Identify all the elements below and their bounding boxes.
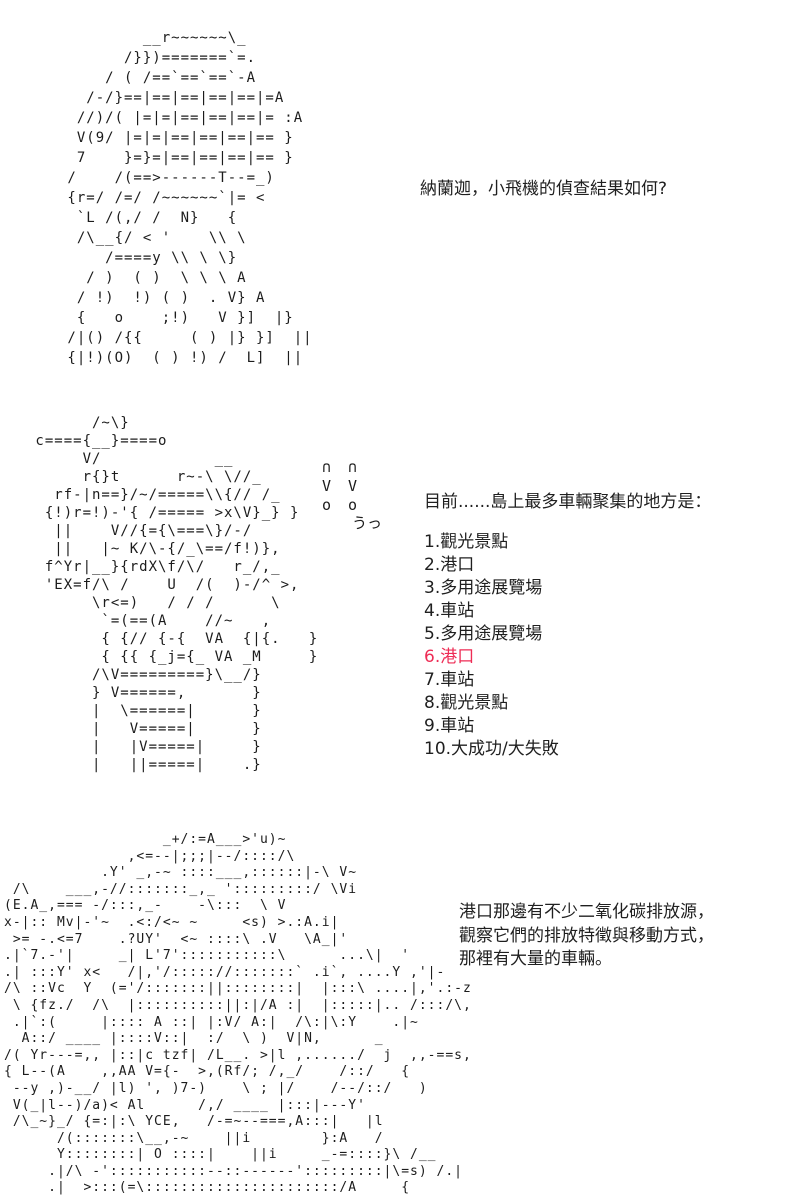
creature-caption: うっ [352, 514, 383, 532]
list-item-2: 2.港口 [424, 555, 475, 575]
list-item-6-highlighted: 6.港口 [424, 647, 475, 667]
dialogue-text-1: 納蘭迦，小飛機的偵查結果如何? [420, 179, 668, 199]
ascii-art-character-3: _+/:=A___>'u)~ ,<=--|;;;|--/::::/\ .Y' _… [4, 832, 472, 1196]
ascii-art-character-1: __r~~~~~~\_ /}})=======`=. / ( /==`==`==… [67, 30, 313, 366]
dialogue-text-2-heading: 目前......島上最多車輛聚集的地方是： [424, 492, 712, 512]
location-options-list: 1.觀光景點 2.港口 3.多用途展覽場 4.車站 5.多用途展覽場 6.港口 … [424, 531, 559, 761]
ascii-art-small-creature: ∩ ∩ V V o o [322, 458, 362, 514]
list-item-9: 9.車站 [424, 716, 475, 736]
list-item-7: 7.車站 [424, 670, 475, 690]
list-item-4: 4.車站 [424, 601, 475, 621]
dialogue-text-3: 港口那邊有不少二氧化碳排放源， 觀察它們的排放特徵與移動方式， 那裡有大量的車輛… [459, 902, 714, 969]
list-item-1: 1.觀光景點 [424, 532, 509, 552]
list-item-5: 5.多用途展覽場 [424, 624, 543, 644]
ascii-art-character-2: /~\} c===={__}====o V/ __ r{}t r~-\ \//_… [35, 415, 319, 773]
list-item-8: 8.觀光景點 [424, 693, 509, 713]
list-item-3: 3.多用途展覽場 [424, 578, 543, 598]
list-item-10: 10.大成功/大失敗 [424, 739, 559, 759]
